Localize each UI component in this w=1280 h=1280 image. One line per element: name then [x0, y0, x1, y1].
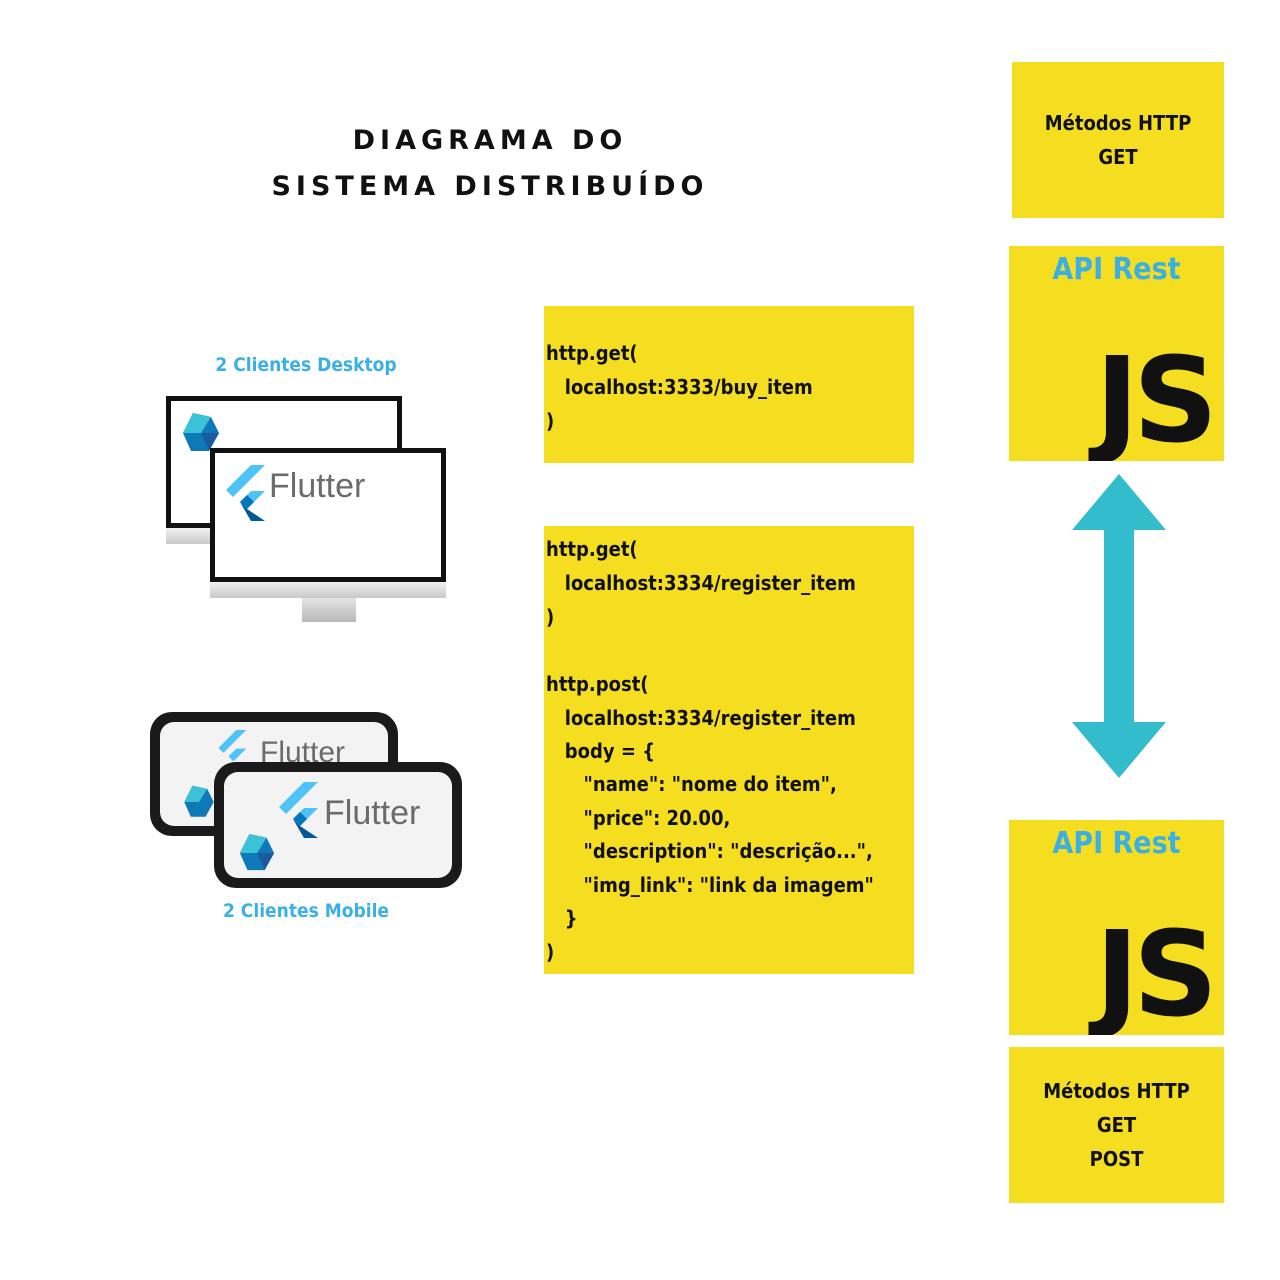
api-rest-server-1: API Rest JS [1009, 246, 1224, 461]
js-logo-icon: JS [1095, 331, 1218, 461]
code-line: } [546, 906, 578, 930]
mobile-clients-label: 2 Clientes Mobile [222, 900, 390, 922]
flutter-wordmark: Flutter [269, 467, 366, 505]
desktop-monitor-front-stand [302, 598, 356, 622]
flutter-logo-icon [279, 782, 318, 838]
request-box-buy-item: http.get( localhost:3333/buy_item ) [544, 306, 914, 463]
flutter-logo-icon [218, 730, 247, 762]
api-rest-title: API Rest [1052, 252, 1181, 287]
methods-line: Métodos HTTP [1044, 111, 1192, 135]
double-arrow-icon [1072, 474, 1166, 778]
methods-line: Métodos HTTP [1043, 1079, 1190, 1103]
mobile-phone-front-screen: Flutter [224, 772, 452, 878]
code-line: http.get( [546, 341, 638, 365]
code-line: "price": 20.00, [546, 806, 731, 830]
methods-line: POST [1089, 1147, 1144, 1171]
title-line-1: DIAGRAMA DO [352, 125, 628, 156]
dart-logo-icon [183, 413, 219, 451]
methods-box-bottom: Métodos HTTP GET POST [1009, 1047, 1224, 1203]
code-line: "description": "descrição...", [546, 839, 873, 863]
desktop-monitor-front: Flutter [210, 448, 446, 582]
mobile-clients-illustration: Flutter Flutter [148, 710, 468, 894]
desktop-monitor-front-chin [210, 582, 446, 598]
code-line: http.post( [546, 672, 649, 696]
code-line: localhost:3334/register_item [546, 571, 856, 595]
desktop-clients-illustration: Flutter [160, 392, 460, 627]
code-line: localhost:3333/buy_item [546, 375, 813, 399]
methods-box-top: Métodos HTTP GET [1012, 62, 1224, 218]
api-rest-title: API Rest [1052, 826, 1181, 861]
title-line-2: SISTEMA DISTRIBUÍDO [271, 171, 709, 202]
code-line: "img_link": "link da imagem" [546, 873, 874, 897]
code-line: http.get( [546, 537, 638, 561]
request-box-register-item: http.get( localhost:3334/register_item )… [544, 526, 914, 974]
flutter-wordmark: Flutter [324, 794, 421, 832]
dart-logo-icon [239, 834, 275, 871]
flutter-logo-icon [226, 465, 265, 521]
mobile-phone-front: Flutter [214, 762, 462, 888]
code-line: ) [546, 605, 555, 629]
code-line: localhost:3334/register_item [546, 706, 856, 730]
code-line: ) [546, 409, 555, 433]
api-rest-server-2: API Rest JS [1009, 820, 1224, 1035]
methods-line: GET [1098, 145, 1138, 169]
desktop-clients-label: 2 Clientes Desktop [215, 354, 397, 376]
methods-line: GET [1096, 1113, 1137, 1137]
code-line: ) [546, 940, 555, 964]
diagram-title: DIAGRAMA DO SISTEMA DISTRIBUÍDO [240, 118, 740, 210]
js-logo-icon: JS [1095, 905, 1218, 1035]
code-line: body = { [546, 739, 656, 763]
code-line: "name": "nome do item", [546, 772, 837, 796]
dart-logo-icon [184, 785, 214, 817]
